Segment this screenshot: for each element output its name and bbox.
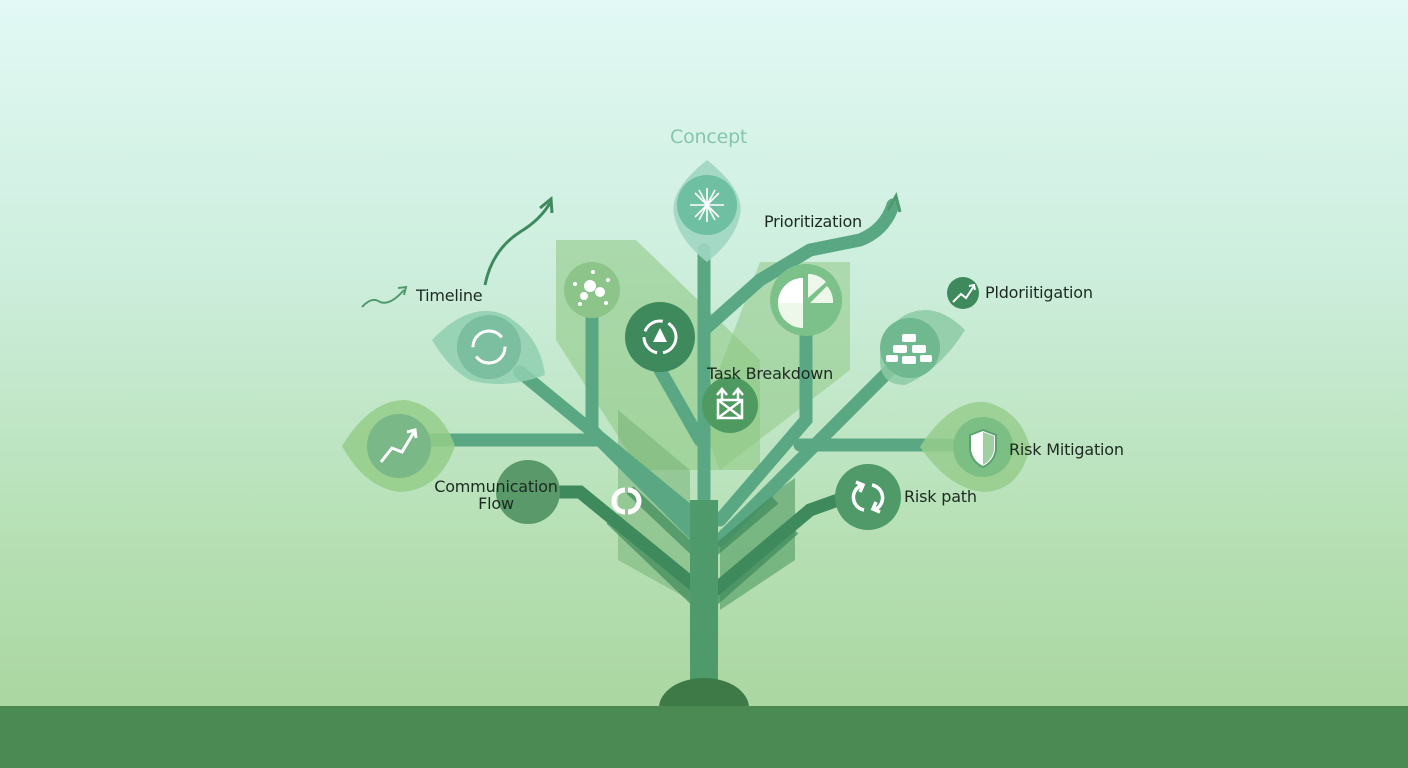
- cycle-arrows-icon: [642, 319, 678, 355]
- link-icon: [611, 487, 642, 515]
- trend-arrow-icon: [361, 289, 405, 308]
- growth-arrow-icon: [483, 202, 552, 286]
- trunk: [690, 500, 718, 710]
- trend-up-icon: [952, 283, 976, 303]
- sparkle-icon: [690, 188, 724, 222]
- refresh-icon: [471, 329, 507, 365]
- label-task-breakdown: Task Breakdown: [707, 364, 834, 383]
- trend-node[interactable]: [342, 400, 455, 492]
- label-risk-path: Risk path: [904, 487, 977, 506]
- label-prioritization: Prioritization: [764, 212, 862, 231]
- fidoritigation-badge[interactable]: [947, 277, 979, 309]
- ground: [0, 706, 1408, 768]
- scatter-icon: [573, 270, 610, 306]
- refresh-arrows-icon: [851, 480, 885, 514]
- label-risk-mitigation: Risk Mitigation: [1009, 440, 1124, 459]
- label-communication-line1: Communication: [434, 477, 558, 496]
- branches: [423, 198, 957, 607]
- scatter-node[interactable]: [564, 262, 620, 318]
- concept-node[interactable]: [673, 160, 741, 262]
- label-communication-line2: Flow: [478, 494, 514, 513]
- task-breakdown-node[interactable]: [702, 377, 758, 433]
- timeline-node[interactable]: [432, 310, 545, 384]
- communication-node[interactable]: [496, 460, 560, 524]
- label-concept: Concept: [670, 126, 748, 148]
- pie-chart-icon: [778, 273, 834, 328]
- shield-node[interactable]: [920, 401, 1030, 492]
- label-timeline: Timeline: [416, 286, 483, 305]
- stacks-node[interactable]: [880, 310, 965, 385]
- prioritization-arrow-icon: [886, 192, 902, 213]
- mound: [659, 678, 749, 708]
- trend-zigzag-icon: [379, 428, 418, 463]
- label-fidoritigation: Pldoriitigation: [985, 283, 1093, 302]
- risk-path-node[interactable]: [835, 464, 901, 530]
- pie-node[interactable]: [770, 264, 842, 336]
- bg-shape: [618, 410, 690, 600]
- cycle-node[interactable]: [625, 302, 695, 372]
- label-communication-flow: Communication Flow: [432, 478, 560, 512]
- stacked-blocks-icon: [886, 334, 932, 364]
- upload-arrows-icon: [716, 387, 744, 420]
